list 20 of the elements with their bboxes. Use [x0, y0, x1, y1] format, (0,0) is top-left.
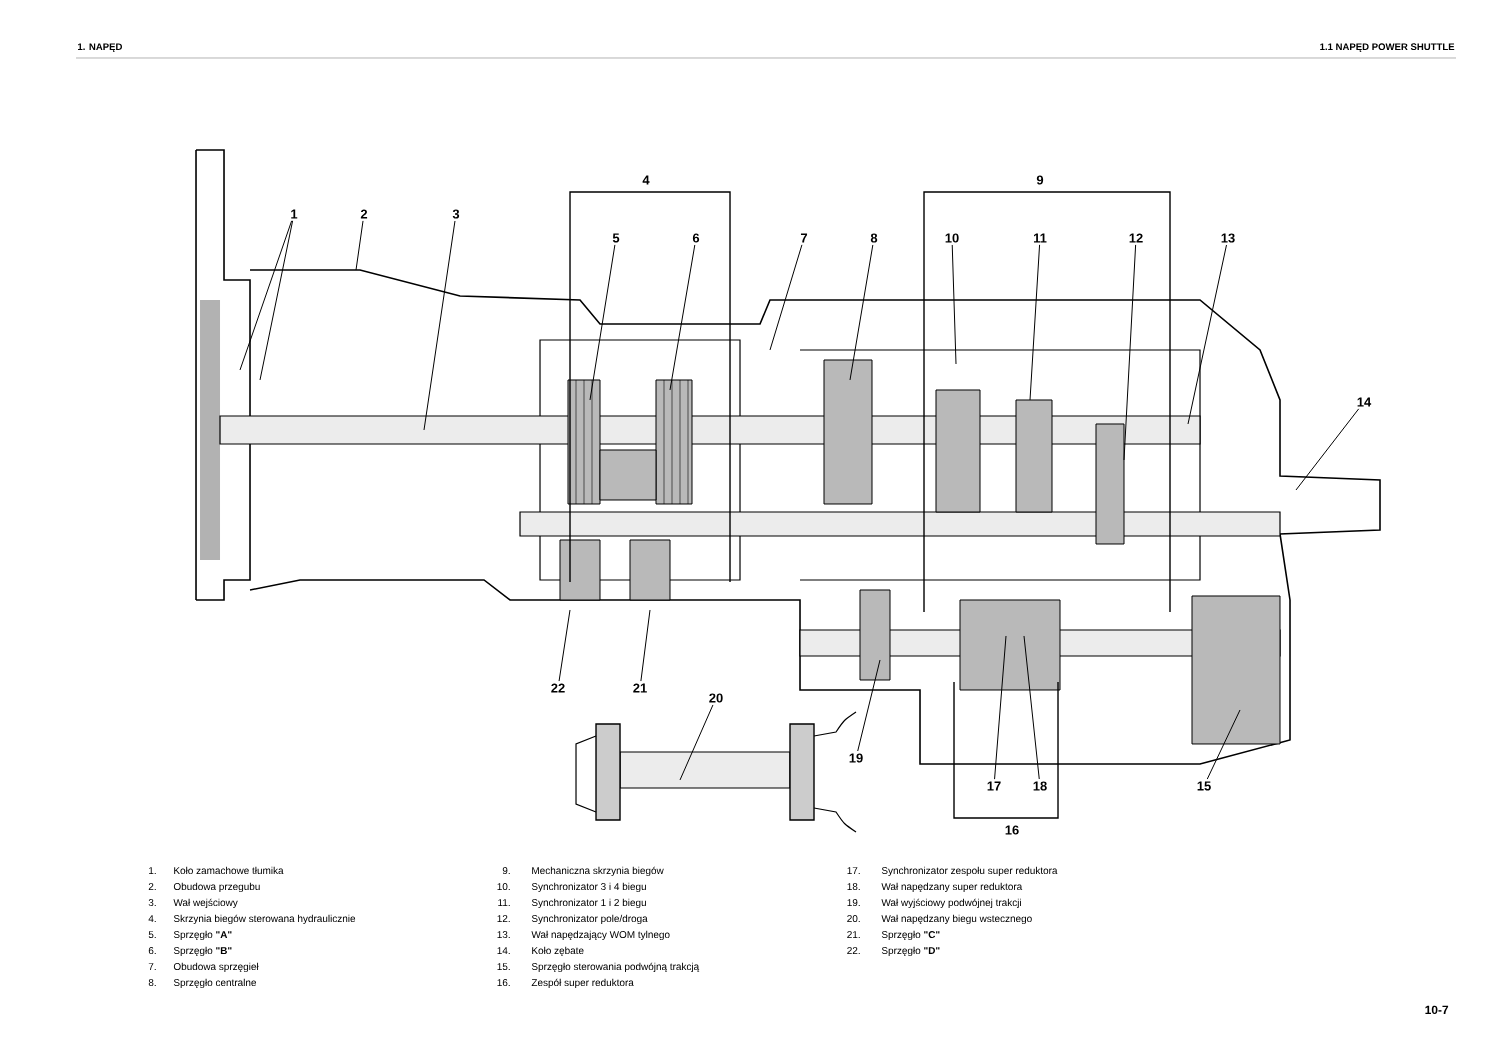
leader-line: [1187, 244, 1227, 425]
leader-line: [1206, 709, 1241, 780]
leader-line: [669, 244, 696, 391]
leader-line: [1029, 244, 1041, 401]
leader-line: [558, 609, 571, 682]
leader-line: [239, 220, 293, 371]
leader-line: [1023, 635, 1040, 780]
leader-line: [1295, 408, 1360, 491]
leader-line: [994, 635, 1007, 780]
leader-line: [640, 609, 651, 682]
leader-line: [259, 220, 294, 381]
leader-line: [589, 244, 616, 401]
leader-line: [1123, 244, 1137, 461]
leader-line: [679, 704, 714, 781]
leader-line: [423, 220, 456, 431]
leader-line: [769, 244, 803, 351]
leader-line: [857, 659, 881, 752]
leader-line: [951, 244, 957, 365]
leader-line: [355, 220, 364, 271]
leader-line: [849, 244, 874, 381]
